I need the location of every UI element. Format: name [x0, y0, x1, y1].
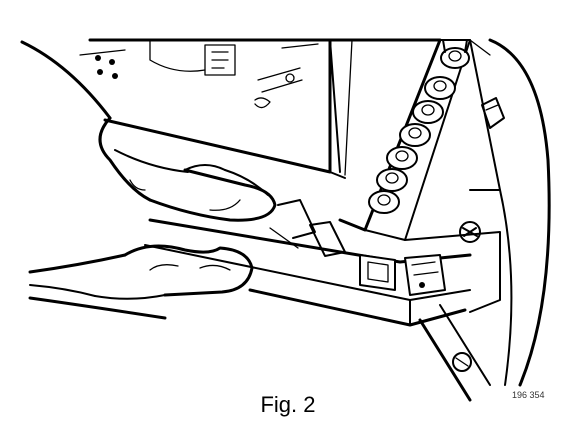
- figure-caption: Fig. 2: [260, 392, 316, 417]
- slot-switch: [359, 254, 396, 291]
- top-panel: [79, 38, 346, 179]
- upper-hand: [20, 40, 277, 222]
- screw-icon: [459, 221, 481, 243]
- terminal-knobs: [368, 39, 470, 214]
- lower-hand: [28, 244, 254, 320]
- figure-reference-code: 196 354: [512, 390, 545, 400]
- front-rail: [144, 218, 501, 327]
- right-housing: [469, 38, 551, 387]
- support-leg: [418, 304, 491, 402]
- rail-tabs: [269, 199, 346, 257]
- connector-clip: [404, 254, 446, 296]
